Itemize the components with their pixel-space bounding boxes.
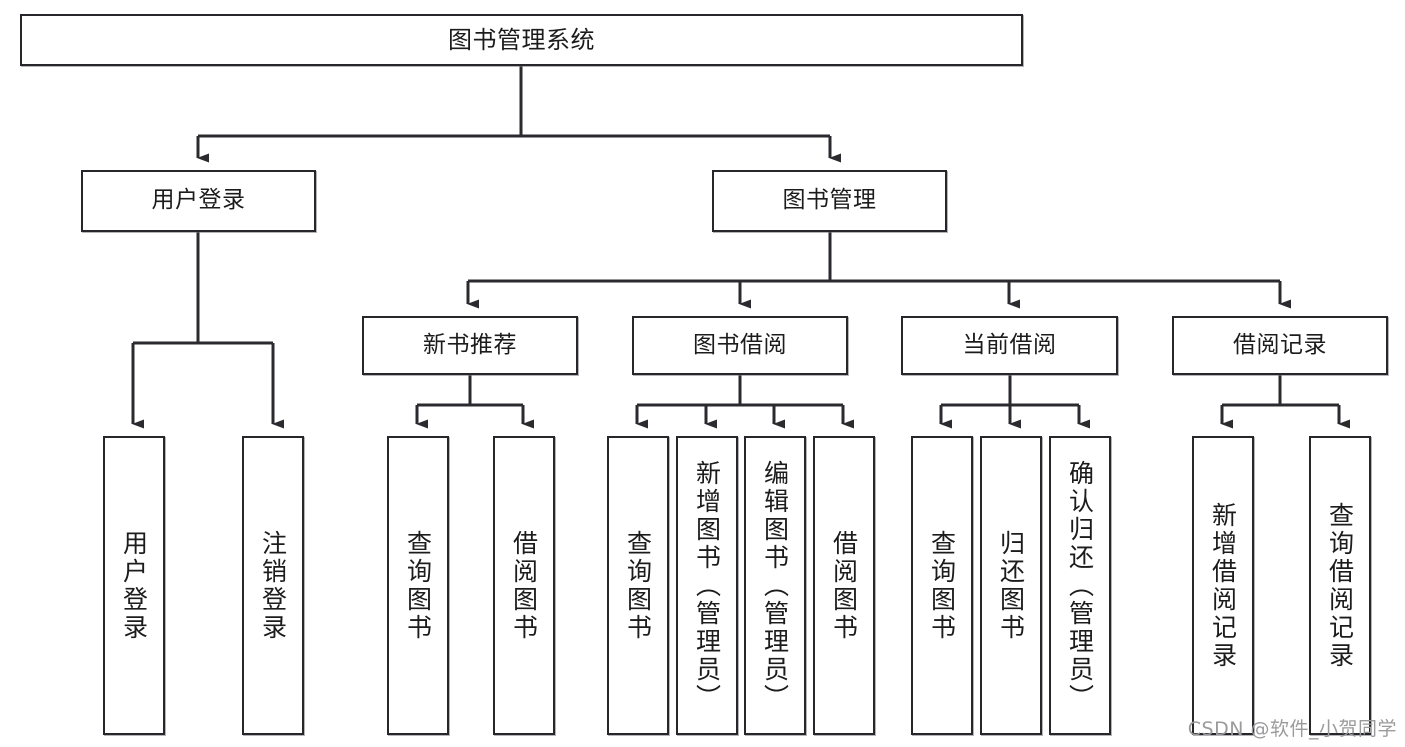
node-label: 图书管理系统 <box>448 25 595 54</box>
node-new-book-recommend[interactable]: 新书推荐 <box>362 316 578 375</box>
node-label: 查询图书 <box>403 529 433 642</box>
node-label: 归还图书 <box>996 529 1026 642</box>
node-label: 确认归还（管理员） <box>1065 459 1095 712</box>
node-leaf-add-book[interactable]: 新增图书（管理员） <box>676 436 738 735</box>
node-label: 查询图书 <box>623 529 653 642</box>
node-label: 当前借阅 <box>962 331 1057 358</box>
node-label: 新书推荐 <box>423 331 517 358</box>
node-book-borrow[interactable]: 图书借阅 <box>632 316 848 375</box>
node-leaf-logout-login[interactable]: 注销登录 <box>242 436 304 735</box>
node-user-login[interactable]: 用户登录 <box>81 170 316 232</box>
node-book-management[interactable]: 图书管理 <box>712 170 947 232</box>
node-leaf-query-book-2[interactable]: 查询图书 <box>607 436 669 735</box>
node-label: 图书借阅 <box>693 331 787 358</box>
node-leaf-add-record[interactable]: 新增借阅记录 <box>1192 436 1254 735</box>
node-label: 编辑图书（管理员） <box>760 459 790 712</box>
node-label: 用户登录 <box>151 187 246 214</box>
node-label: 借阅记录 <box>1233 331 1327 358</box>
node-label: 新增借阅记录 <box>1208 501 1238 670</box>
node-label: 注销登录 <box>258 529 288 642</box>
node-label: 图书管理 <box>782 187 877 214</box>
node-leaf-borrow-book-2[interactable]: 借阅图书 <box>813 436 875 735</box>
node-label: 用户登录 <box>119 529 149 642</box>
node-leaf-query-book-3[interactable]: 查询图书 <box>911 436 973 735</box>
node-leaf-query-book-1[interactable]: 查询图书 <box>387 436 449 735</box>
node-current-borrow[interactable]: 当前借阅 <box>901 316 1118 375</box>
node-leaf-query-record[interactable]: 查询借阅记录 <box>1309 436 1371 735</box>
csdn-watermark: CSDN @软件_小贺同学 <box>1187 718 1397 740</box>
node-leaf-user-login[interactable]: 用户登录 <box>103 436 165 735</box>
node-leaf-confirm-return[interactable]: 确认归还（管理员） <box>1049 436 1111 735</box>
node-leaf-borrow-book-1[interactable]: 借阅图书 <box>493 436 555 735</box>
node-label: 借阅图书 <box>829 529 859 642</box>
node-label: 查询图书 <box>927 529 957 642</box>
node-leaf-return-book[interactable]: 归还图书 <box>980 436 1042 735</box>
node-label: 新增图书（管理员） <box>692 459 722 712</box>
node-label: 借阅图书 <box>509 529 539 642</box>
node-borrow-record[interactable]: 借阅记录 <box>1172 316 1388 375</box>
node-label: 查询借阅记录 <box>1325 501 1355 670</box>
node-leaf-edit-book[interactable]: 编辑图书（管理员） <box>744 436 806 735</box>
node-root-book-management-system[interactable]: 图书管理系统 <box>20 14 1023 66</box>
